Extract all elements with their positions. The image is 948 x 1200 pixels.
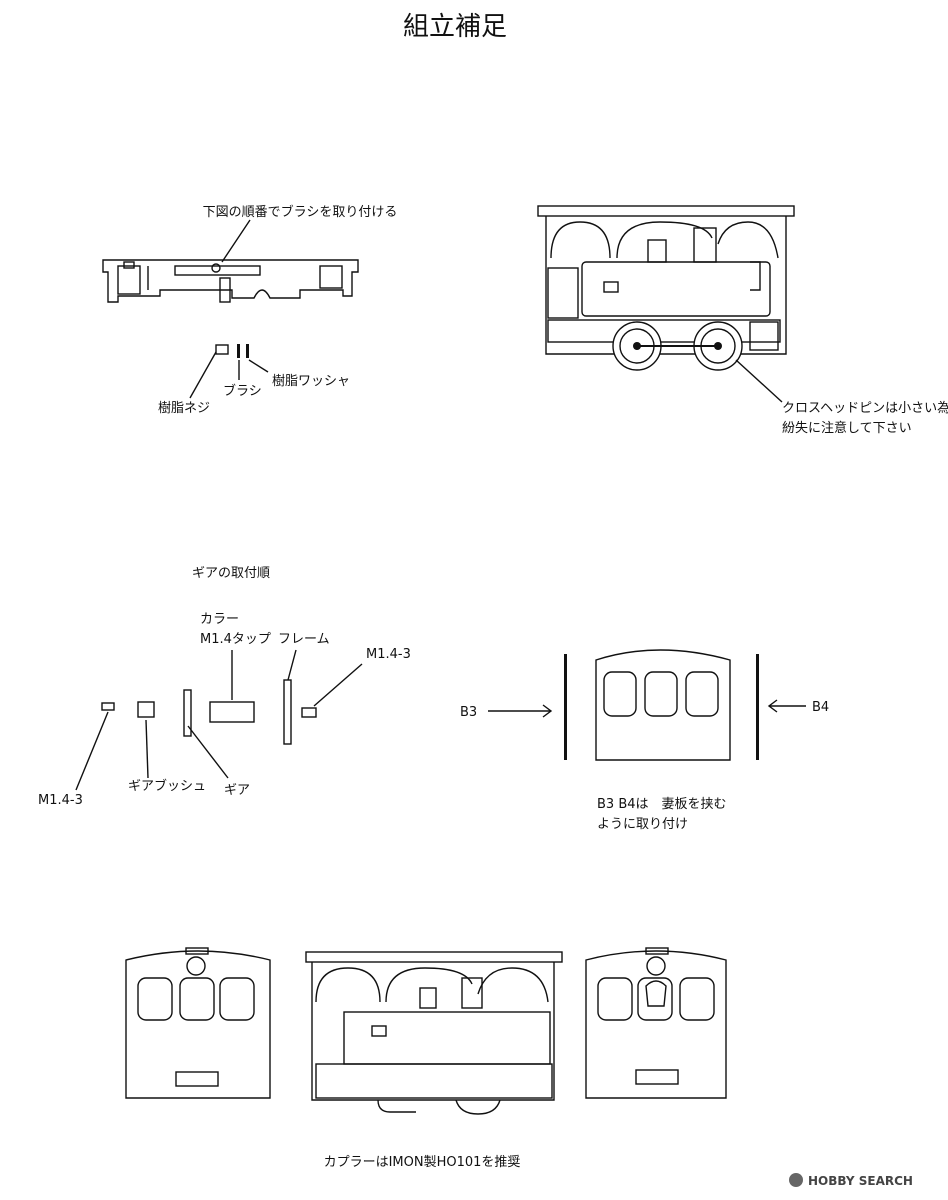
b3-arrow: [488, 704, 553, 718]
brush-section: 下図の順番でブラシを取り付ける 樹脂ネジ ブラシ 樹脂ワッシャ: [102, 204, 398, 416]
b4-plate: [756, 654, 759, 760]
crosshead-note-line1: クロスヘッドピンは小さい為: [782, 400, 948, 416]
resin-washer-part: [246, 344, 249, 358]
watermark-text: HOBBY SEARCH: [808, 1174, 913, 1188]
gear-heading: ギアの取付順: [192, 566, 270, 581]
page-title: 組立補足: [403, 12, 507, 42]
b4-arrow: [767, 699, 806, 713]
frame-part: [283, 679, 292, 745]
resin-washer-label: 樹脂ワッシャ: [272, 374, 350, 389]
frame-label: フレーム: [278, 632, 330, 647]
b4-label: B4: [812, 700, 829, 715]
crosshead-note-line2: 紛失に注意して下さい: [782, 420, 912, 436]
b3-label: B3: [460, 705, 477, 720]
hobby-search-watermark: HOBBY SEARCH: [789, 1173, 913, 1188]
screw-right-label: M1.4-3: [366, 647, 411, 662]
endplate-note-line2: ように取り付け: [597, 817, 688, 832]
endplate-note-line1: B3 B4は 妻板を挟む: [597, 797, 727, 812]
brush-instruction-leader: [221, 219, 251, 263]
brush-parts: [189, 344, 269, 399]
gear-bush-part: [137, 701, 155, 718]
gear-section: ギアの取付順 カラー M1.4タップ フレーム M1.4-3 M1.4-3 ギア…: [38, 566, 411, 808]
watermark-logo-icon: [789, 1173, 803, 1187]
screw-left-label: M1.4-3: [38, 793, 83, 808]
end-plate: [595, 649, 731, 761]
front-view: [125, 947, 271, 1099]
loco-side-view: [537, 205, 795, 403]
b3-plate: [564, 654, 567, 760]
resin-screw-label: 樹脂ネジ: [158, 401, 210, 416]
gear-label: ギア: [224, 783, 250, 798]
collar-label-line1: カラー: [200, 612, 239, 627]
coupler-note: カプラーはIMON製HO101を推奨: [324, 1155, 521, 1170]
endplate-section: B3 B4 B3 B4は 妻板を挟む ように取り付け: [460, 649, 829, 832]
crosshead-leader: [735, 359, 783, 403]
chassis-side-view: [102, 259, 359, 303]
brush-label: ブラシ: [223, 383, 262, 399]
collar-part: [209, 701, 255, 723]
collar-label-line2: M1.4タップ: [200, 632, 271, 647]
screw-left-part: [101, 702, 115, 711]
brush-instruction-label: 下図の順番でブラシを取り付ける: [203, 204, 398, 220]
side-view: [305, 951, 563, 1115]
gear-bush-label: ギアブッシュ: [128, 778, 206, 794]
brush-part: [237, 344, 240, 358]
gear-part: [183, 689, 192, 737]
resin-screw-part: [215, 344, 229, 355]
rear-view: [585, 947, 727, 1099]
screw-right-part: [301, 707, 317, 718]
